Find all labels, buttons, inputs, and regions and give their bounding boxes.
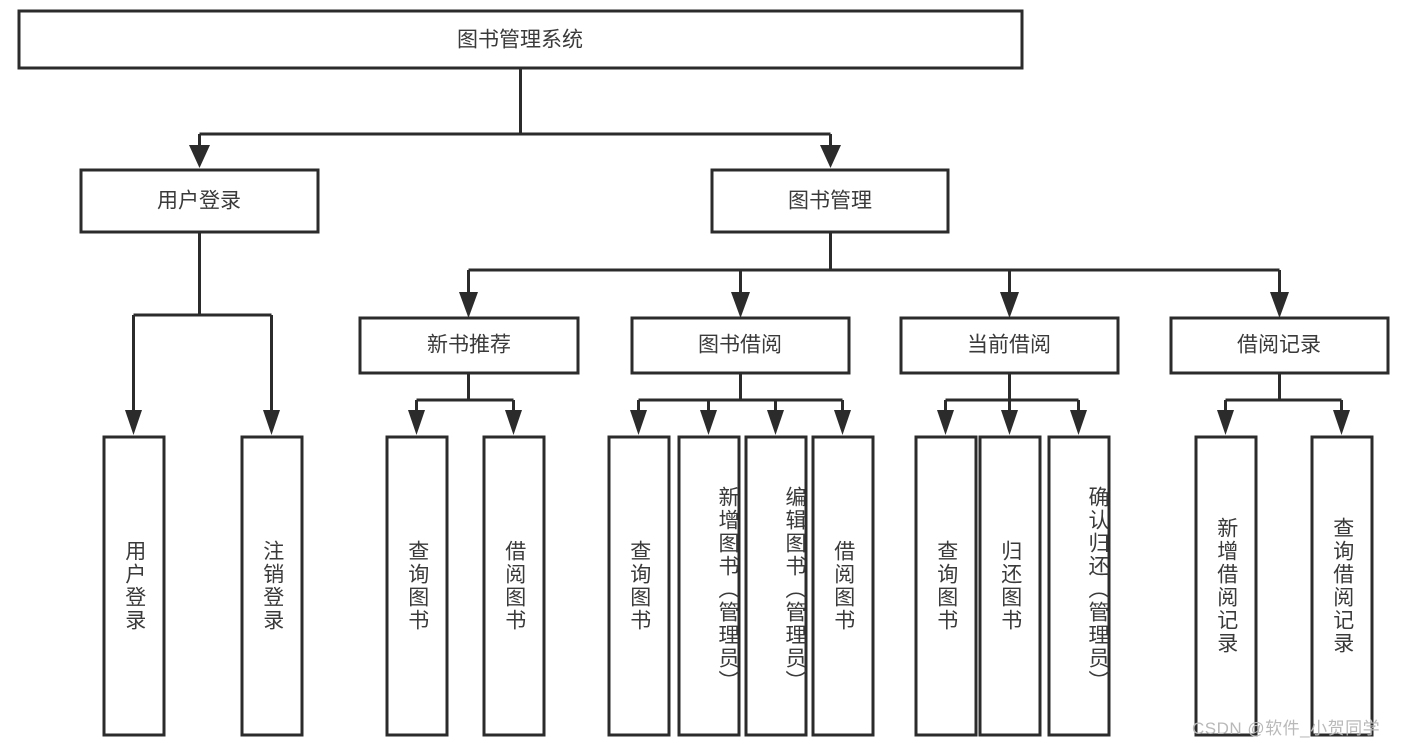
label-root: 图书管理系统: [457, 29, 583, 52]
label-new-book-recommend: 新书推荐: [427, 334, 511, 357]
arrow-head-user-login: [189, 145, 210, 168]
arrow-head-book-mgmt: [820, 145, 841, 168]
arrow-head-br-leaf-1: [1217, 410, 1234, 435]
node-box-user-login[interactable]: [79, 168, 320, 234]
node-box-leaf-book-borrow-0[interactable]: [607, 435, 671, 737]
node-box-leaf-book-borrow-2[interactable]: [744, 435, 808, 737]
arrow-head-bb-leaf-1: [630, 410, 647, 435]
arrow-head-cb-leaf-3: [1070, 410, 1087, 435]
arrow-head-book-borrow: [731, 292, 750, 318]
node-box-leaf-user-login-1[interactable]: [240, 435, 304, 737]
arrow-head-nb-leaf-1: [408, 410, 425, 435]
node-box-group: [17, 9, 1390, 737]
node-box-leaf-borrow-record-1[interactable]: [1310, 435, 1374, 737]
label-book-borrow: 图书借阅: [698, 334, 782, 357]
label-current-borrow: 当前借阅: [967, 334, 1051, 357]
node-box-leaf-new-book-0[interactable]: [385, 435, 449, 737]
arrow-head-new-book: [459, 292, 478, 318]
arrow-head-cb-leaf-1: [937, 410, 954, 435]
node-box-leaf-book-borrow-1[interactable]: [677, 435, 741, 737]
connector-group: [125, 68, 1350, 435]
csdn-watermark: CSDN @软件_小贺同学: [1192, 719, 1381, 738]
label-user-login: 用户登录: [157, 190, 241, 213]
node-box-new-book-recommend[interactable]: [358, 316, 580, 375]
label-borrow-record: 借阅记录: [1237, 334, 1321, 357]
arrow-head-bb-leaf-4: [834, 410, 851, 435]
node-box-leaf-current-borrow-0[interactable]: [914, 435, 978, 737]
node-box-current-borrow[interactable]: [899, 316, 1120, 375]
node-box-leaf-borrow-record-0[interactable]: [1194, 435, 1258, 737]
arrow-head-borrow-record: [1270, 292, 1289, 318]
node-box-borrow-record[interactable]: [1169, 316, 1390, 375]
arrow-head-leaf-user-login: [125, 410, 142, 435]
arrow-head-leaf-logout: [263, 410, 280, 435]
arrow-head-cb-leaf-2: [1001, 410, 1018, 435]
horizontal-label-group: 图书管理系统 用户登录 图书管理 新书推荐 图书借阅 当前借阅 借阅记录: [157, 29, 1321, 357]
node-box-leaf-user-login-0[interactable]: [102, 435, 166, 737]
node-box-leaf-current-borrow-1[interactable]: [978, 435, 1042, 737]
arrow-head-bb-leaf-3: [767, 410, 784, 435]
node-box-root[interactable]: [17, 9, 1024, 70]
label-book-management: 图书管理: [788, 190, 872, 213]
node-box-leaf-book-borrow-3[interactable]: [811, 435, 875, 737]
node-box-book-borrow[interactable]: [630, 316, 851, 375]
node-box-leaf-new-book-1[interactable]: [482, 435, 546, 737]
arrow-head-current-borrow: [1000, 292, 1019, 318]
node-box-book-management[interactable]: [710, 168, 950, 234]
node-box-leaf-current-borrow-2[interactable]: [1047, 435, 1111, 737]
arrow-head-br-leaf-2: [1333, 410, 1350, 435]
arrow-head-nb-leaf-2: [505, 410, 522, 435]
arrow-head-bb-leaf-2: [700, 410, 717, 435]
